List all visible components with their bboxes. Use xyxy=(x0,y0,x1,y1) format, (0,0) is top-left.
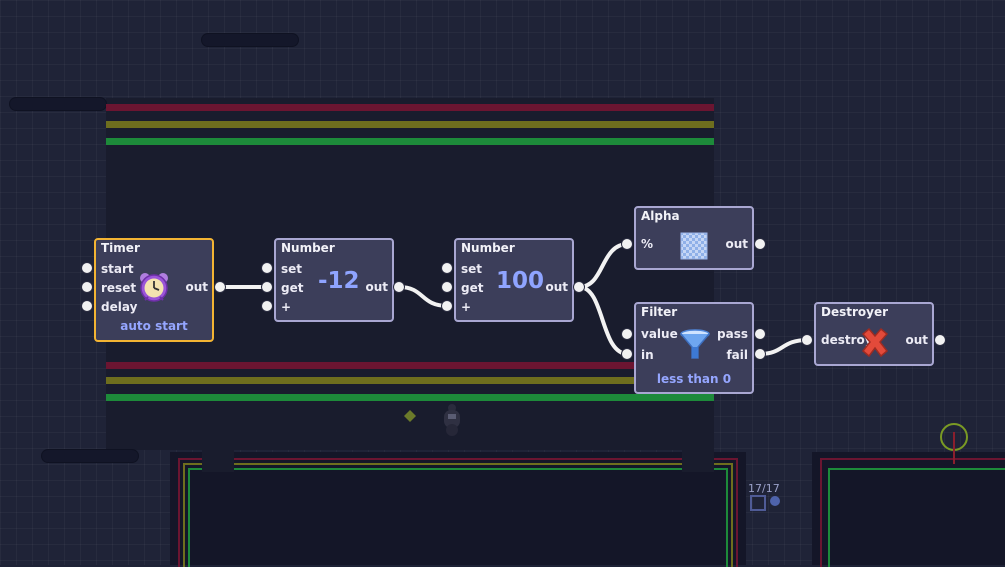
filter-condition-selector[interactable]: less than 0 xyxy=(656,372,732,386)
output-port-label: out xyxy=(545,280,568,294)
filter-value-input-port[interactable] xyxy=(622,329,632,339)
ledge-platform xyxy=(42,450,138,462)
node-title: Number xyxy=(281,241,335,255)
funnel-icon xyxy=(680,329,710,359)
output-port-label: out xyxy=(725,237,748,251)
pit-post xyxy=(682,450,714,472)
pit-border-red xyxy=(178,458,738,567)
input-port-label: destroy xyxy=(821,333,873,347)
input-port-label: reset xyxy=(101,281,137,295)
node-title: Timer xyxy=(101,241,140,255)
node-title: Destroyer xyxy=(821,305,889,319)
number-node[interactable]: Number set get + 100 out xyxy=(454,238,574,322)
number1-set-input-port[interactable] xyxy=(262,263,272,273)
wire-filter-to-destroyer xyxy=(757,338,810,356)
number2-get-input-port[interactable] xyxy=(442,282,452,292)
timer-start-input-port[interactable] xyxy=(82,263,92,273)
number2-add-input-port[interactable] xyxy=(442,301,452,311)
laser-beam-red xyxy=(106,104,714,111)
pit-border-green xyxy=(188,468,728,567)
node-title: Alpha xyxy=(641,209,680,223)
input-port-label: % xyxy=(641,237,654,251)
timer-delay-input-port[interactable] xyxy=(82,301,92,311)
pit-area xyxy=(170,452,746,565)
number1-get-input-port[interactable] xyxy=(262,282,272,292)
timer-out-output-port[interactable] xyxy=(215,282,225,292)
number-value[interactable]: 100 xyxy=(496,268,545,294)
number1-out-output-port[interactable] xyxy=(394,282,404,292)
input-port-label: start xyxy=(101,262,134,276)
pit-border-yellow xyxy=(183,463,733,567)
filter-pass-output-port[interactable] xyxy=(755,329,765,339)
destroyer-node[interactable]: Destroyer destroy out xyxy=(814,302,934,366)
input-port-label: in xyxy=(641,348,654,362)
number-node[interactable]: Number set get + -12 out xyxy=(274,238,394,322)
alpha-out-output-port[interactable] xyxy=(755,239,765,249)
ledge-platform xyxy=(10,98,106,110)
node-title: Number xyxy=(461,241,515,255)
node-title: Filter xyxy=(641,305,678,319)
timer-option-toggle[interactable]: auto start xyxy=(120,319,188,333)
tree-icon xyxy=(940,423,968,464)
output-port-label: pass xyxy=(717,327,748,341)
input-port-label: + xyxy=(461,300,472,314)
pit-border-red xyxy=(820,458,1005,567)
player-robot-icon xyxy=(444,404,460,436)
timer-reset-input-port[interactable] xyxy=(82,282,92,292)
laser-beam-yellow xyxy=(106,377,714,384)
output-port-label: out xyxy=(365,280,388,294)
output-port-label: fail xyxy=(726,348,748,362)
alpha-node[interactable]: Alpha % out xyxy=(634,206,754,270)
destroyer-out-output-port[interactable] xyxy=(935,335,945,345)
laser-beam-yellow xyxy=(106,121,714,128)
input-port-label: set xyxy=(281,262,303,276)
filter-in-input-port[interactable] xyxy=(622,349,632,359)
number2-set-input-port[interactable] xyxy=(442,263,452,273)
counter-text: 17/17 xyxy=(748,482,780,495)
wire-number-to-number xyxy=(397,285,450,308)
output-port-label: out xyxy=(185,280,208,294)
gem-icon xyxy=(404,410,416,422)
destroyer-destroy-input-port[interactable] xyxy=(802,335,812,345)
alpha-percent-input-port[interactable] xyxy=(622,239,632,249)
output-port-label: out xyxy=(905,333,928,347)
filter-fail-output-port[interactable] xyxy=(755,349,765,359)
transparency-swatch-icon xyxy=(680,232,708,260)
input-port-label: set xyxy=(461,262,483,276)
ledge-platform xyxy=(202,34,298,46)
laser-beam-green xyxy=(106,138,714,145)
laser-beam-green xyxy=(106,394,714,401)
input-port-label: value xyxy=(641,327,678,341)
input-port-label: delay xyxy=(101,300,138,314)
number1-add-input-port[interactable] xyxy=(262,301,272,311)
wire-number-to-filter xyxy=(577,285,630,356)
pit-post xyxy=(202,450,234,472)
input-port-label: get xyxy=(461,281,484,295)
laser-beam-red xyxy=(106,362,714,369)
timer-node[interactable]: Timer start reset delay out auto start xyxy=(94,238,214,342)
number-value[interactable]: -12 xyxy=(318,268,360,294)
filter-node[interactable]: Filter value in pass fail less than 0 xyxy=(634,302,754,394)
input-port-label: get xyxy=(281,281,304,295)
pit-area xyxy=(812,452,1005,565)
item-counter: 17/17 xyxy=(748,482,780,495)
counter-box-icon xyxy=(750,495,780,511)
input-port-label: + xyxy=(281,300,292,314)
wire-number-to-alpha xyxy=(577,242,630,289)
number2-out-output-port[interactable] xyxy=(574,282,584,292)
alarm-clock-icon xyxy=(140,273,168,302)
red-x-icon xyxy=(861,327,889,358)
pit-border-green xyxy=(828,468,1005,567)
